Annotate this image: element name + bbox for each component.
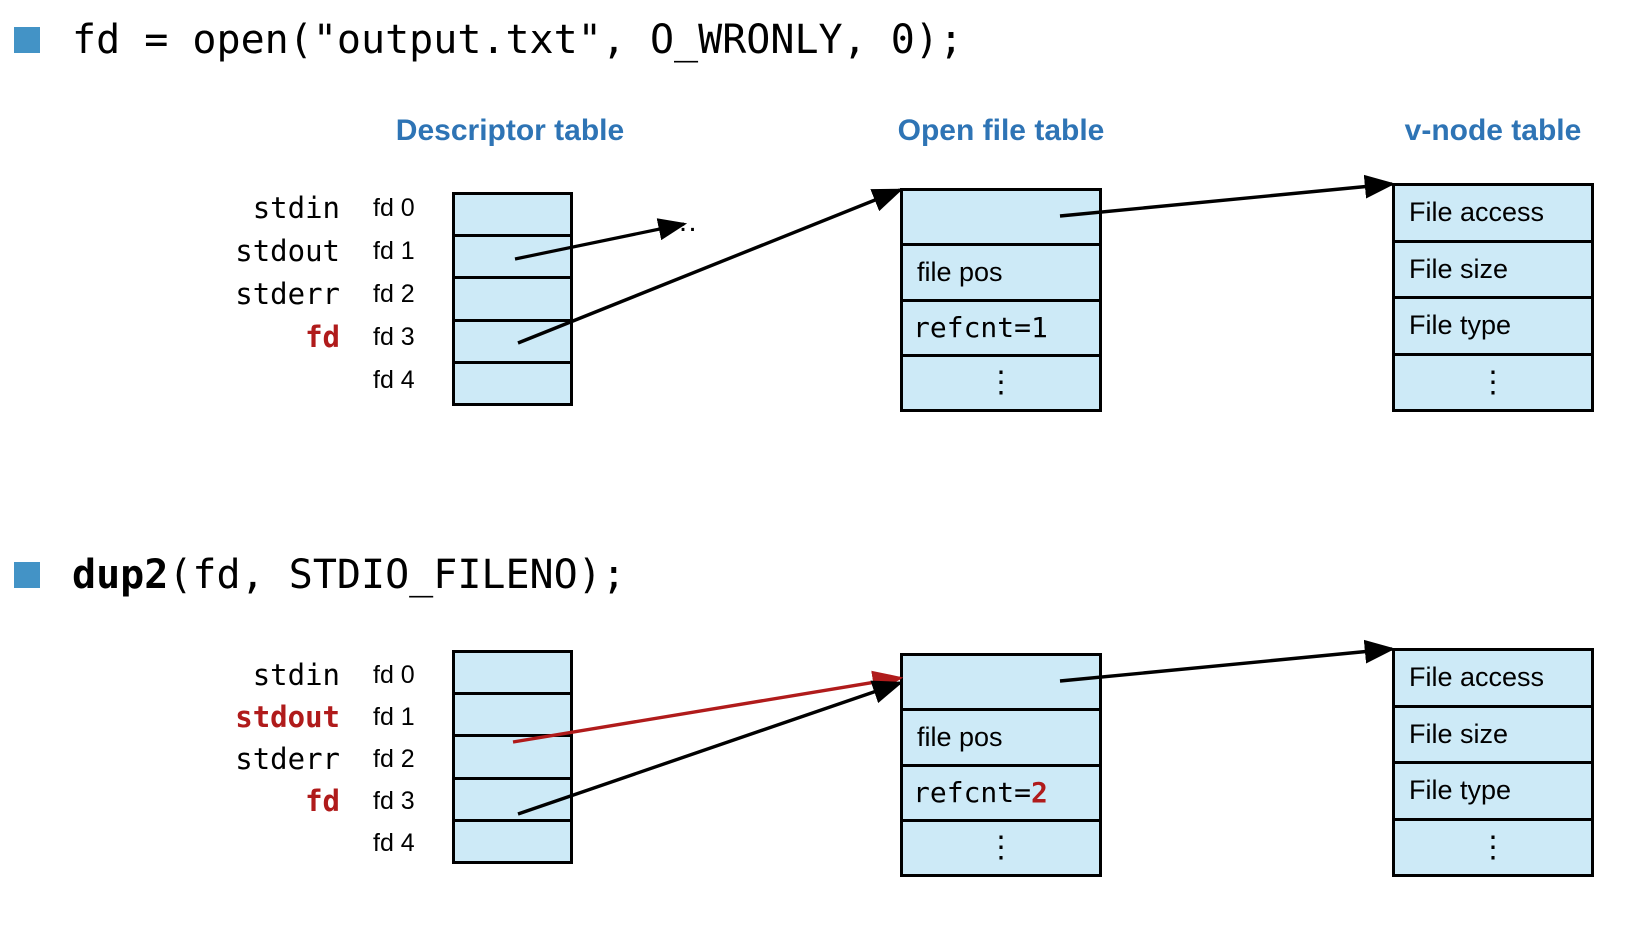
descriptor-cell-0-2 [455, 653, 570, 696]
open-file-cell-refcnt-2: refcnt=2 [903, 766, 1099, 822]
vnode-cell-file-size-1: File size [1395, 242, 1591, 299]
descriptor-cell-1-1 [455, 237, 570, 280]
descriptor-cell-2-1 [455, 279, 570, 322]
arrow-openfile-to-vnode-1 [1059, 174, 1396, 218]
open-file-table-1: file pos refcnt=1 ⋮ [900, 188, 1102, 412]
arrow-openfile-to-vnode-2 [1059, 639, 1396, 683]
fd-num-4-1: fd 4 [373, 366, 415, 394]
descriptor-cell-3-2 [455, 779, 570, 822]
fd-num-0-1: fd 0 [373, 194, 415, 222]
ellipsis-dots-1: … [668, 205, 699, 238]
fd-label-fd-1: fd [305, 320, 340, 354]
vnode-cell-ellipsis-2: ⋮ [1395, 820, 1591, 874]
fd-num-1-1: fd 1 [373, 237, 415, 265]
header-vnode-table-1: v-node table [1404, 114, 1582, 147]
fd-num-0-2: fd 0 [373, 661, 415, 689]
fd-label-stdout-2: stdout [235, 700, 340, 734]
vnode-cell-file-access-1: File access [1395, 186, 1591, 243]
vnode-cell-file-type-1: File type [1395, 299, 1591, 356]
fd-num-3-2: fd 3 [373, 787, 415, 815]
fd-num-3-1: fd 3 [373, 323, 415, 351]
descriptor-cell-4-1 [455, 363, 570, 404]
bullet-open-call: fd = open("output.txt", O_WRONLY, 0); [14, 20, 963, 60]
header-open-file-table-1: Open file table [897, 114, 1105, 147]
refcnt-label-1: refcnt= [913, 311, 1032, 345]
fd-label-stdin-2: stdin [252, 658, 340, 692]
bullet-dup2-call: dup2(fd, STDIO_FILENO); [14, 555, 626, 595]
open-file-cell-blank-2 [903, 656, 1099, 712]
open-file-cell-file-pos-2: file pos [903, 711, 1099, 767]
fd-num-2-2: fd 2 [373, 745, 415, 773]
bullet-square-icon [14, 27, 40, 53]
fd-label-stderr-2: stderr [235, 742, 340, 776]
descriptor-table-2 [452, 650, 573, 864]
open-file-cell-blank-1 [903, 191, 1099, 247]
refcnt-value-1: 1 [1031, 311, 1048, 345]
fd-num-2-1: fd 2 [373, 280, 415, 308]
open-file-cell-refcnt-1: refcnt=1 [903, 301, 1099, 357]
vnode-table-2: File access File size File type ⋮ [1392, 648, 1594, 877]
descriptor-cell-2-2 [455, 737, 570, 780]
arrow-fd3-to-openfile-2 [517, 680, 904, 816]
open-call-code: fd = open("output.txt", O_WRONLY, 0); [72, 17, 964, 63]
dup2-call-fn: dup2 [72, 552, 169, 598]
fd-label-stdout-1: stdout [235, 234, 340, 268]
descriptor-table-1 [452, 192, 573, 406]
fd-label-stdin-1: stdin [252, 191, 340, 225]
open-file-cell-file-pos-1: file pos [903, 246, 1099, 302]
descriptor-cell-0-1 [455, 195, 570, 238]
vnode-cell-file-access-2: File access [1395, 651, 1591, 708]
refcnt-value-2: 2 [1031, 776, 1048, 810]
refcnt-label-2: refcnt= [913, 776, 1032, 810]
vnode-cell-file-type-2: File type [1395, 764, 1591, 821]
open-file-table-2: file pos refcnt=2 ⋮ [900, 653, 1102, 877]
fd-label-fd-2: fd [305, 784, 340, 818]
fd-num-4-2: fd 4 [373, 829, 415, 857]
open-file-cell-ellipsis-2: ⋮ [903, 821, 1099, 874]
descriptor-cell-1-2 [455, 695, 570, 738]
header-descriptor-table-1: Descriptor table [395, 114, 625, 147]
fd-num-1-2: fd 1 [373, 703, 415, 731]
descriptor-cell-3-1 [455, 321, 570, 364]
open-file-cell-ellipsis-1: ⋮ [903, 356, 1099, 409]
vnode-table-1: File access File size File type ⋮ [1392, 183, 1594, 412]
dup2-call-args: (fd, STDIO_FILENO); [168, 552, 626, 598]
vnode-cell-ellipsis-1: ⋮ [1395, 355, 1591, 409]
fd-label-stderr-1: stderr [235, 277, 340, 311]
descriptor-cell-4-2 [455, 821, 570, 862]
dup2-call-code: dup2(fd, STDIO_FILENO); [72, 555, 626, 595]
arrow-fd3-to-openfile-1 [517, 188, 904, 345]
bullet-square-icon-2 [14, 562, 40, 588]
vnode-cell-file-size-2: File size [1395, 707, 1591, 764]
